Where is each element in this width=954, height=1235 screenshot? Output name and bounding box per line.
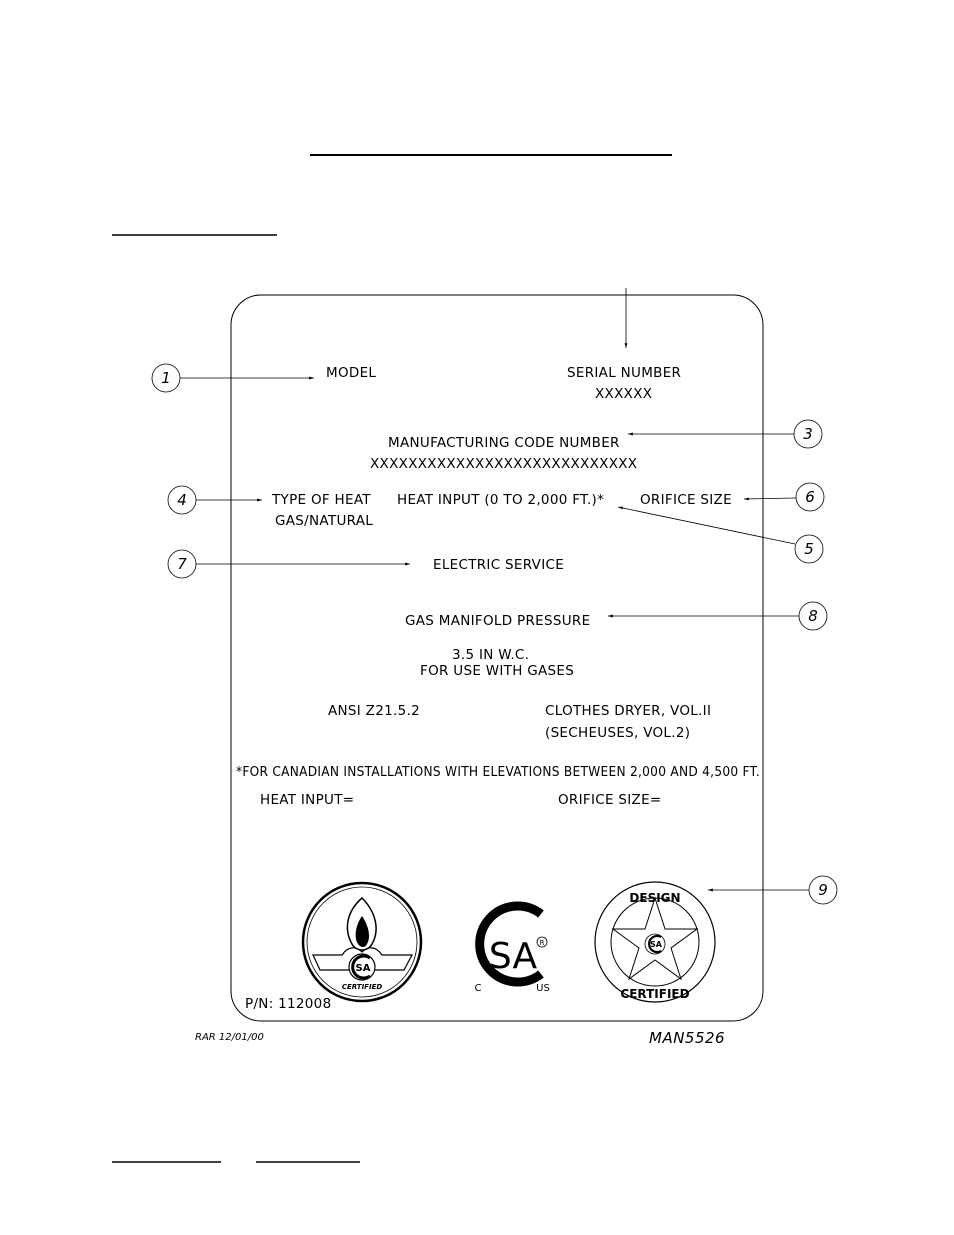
part-number: P/N: 112008 — [245, 996, 331, 1012]
orifice-size-label: ORIFICE SIZE — [640, 492, 732, 508]
callout-1-number: 1 — [161, 369, 171, 387]
callout-9-number: 9 — [818, 881, 828, 899]
gas-manifold-label: GAS MANIFOLD PRESSURE — [405, 613, 590, 629]
design-certified-logo: SA DESIGN CERTIFIED — [594, 881, 716, 1003]
drawing-number: MAN5526 — [649, 1029, 725, 1047]
electric-service-label: ELECTRIC SERVICE — [433, 557, 564, 573]
callout-6: 6 — [743, 482, 825, 512]
flame-logo-certified: CERTIFIED — [342, 983, 383, 991]
heat-input-label: HEAT INPUT (0 TO 2,000 FT.)* — [397, 492, 604, 508]
design-text: DESIGN — [629, 891, 680, 905]
orifice-size-eq: ORIFICE SIZE= — [558, 792, 662, 808]
serial-number-label: SERIAL NUMBER — [567, 365, 681, 381]
callout-8-number: 8 — [808, 607, 818, 625]
callout-4-number: 4 — [177, 491, 187, 509]
star-logo-csa: SA — [650, 940, 663, 949]
csa-c-label: C — [475, 983, 482, 994]
pressure-value: 3.5 IN W.C. — [452, 647, 529, 663]
callout-9: 9 — [708, 875, 838, 905]
certified-text: CERTIFIED — [620, 987, 689, 1001]
flame-icon — [346, 896, 377, 951]
callout-7-number: 7 — [177, 555, 187, 573]
csa-mark-text: SA — [489, 936, 538, 977]
clothes-dryer-label: CLOTHES DRYER, VOL.II — [545, 703, 711, 719]
revision-label: RAR 12/01/00 — [195, 1032, 264, 1043]
csa-us-label: US — [536, 983, 550, 994]
ansi-label: ANSI Z21.5.2 — [328, 703, 420, 719]
callout-5-number: 5 — [804, 540, 814, 558]
callout-3-number: 3 — [803, 425, 813, 443]
callout-6-number: 6 — [805, 488, 815, 506]
callout-7: 7 — [167, 549, 411, 579]
heat-input-eq: HEAT INPUT= — [260, 792, 354, 808]
plate-outline — [230, 294, 764, 1022]
callout-4: 4 — [167, 485, 262, 515]
serial-number-value: XXXXXX — [595, 386, 652, 402]
callout-3: 3 — [628, 419, 823, 449]
flame-logo-csa: SA — [356, 963, 371, 974]
gas-natural-value: GAS/NATURAL — [275, 513, 373, 529]
csa-registered-mark: R — [540, 939, 545, 947]
canadian-note: *FOR CANADIAN INSTALLATIONS WITH ELEVATI… — [236, 764, 760, 780]
csa-mark-logo: SA R C US — [475, 901, 550, 994]
flame-certified-logo: SA CERTIFIED — [301, 881, 423, 1003]
star-icon — [611, 896, 699, 981]
callout-5: 5 — [617, 506, 824, 564]
mfg-code-label: MANUFACTURING CODE NUMBER — [388, 435, 620, 451]
type-of-heat-label: TYPE OF HEAT — [271, 492, 371, 508]
model-label: MODEL — [326, 365, 376, 381]
secheuses-label: (SECHEUSES, VOL.2) — [545, 725, 690, 741]
for-use-label: FOR USE WITH GASES — [420, 663, 574, 679]
callout-8: 8 — [608, 601, 828, 631]
mfg-code-value: XXXXXXXXXXXXXXXXXXXXXXXXXXXX — [370, 456, 637, 472]
callout-1: 1 — [151, 363, 315, 393]
